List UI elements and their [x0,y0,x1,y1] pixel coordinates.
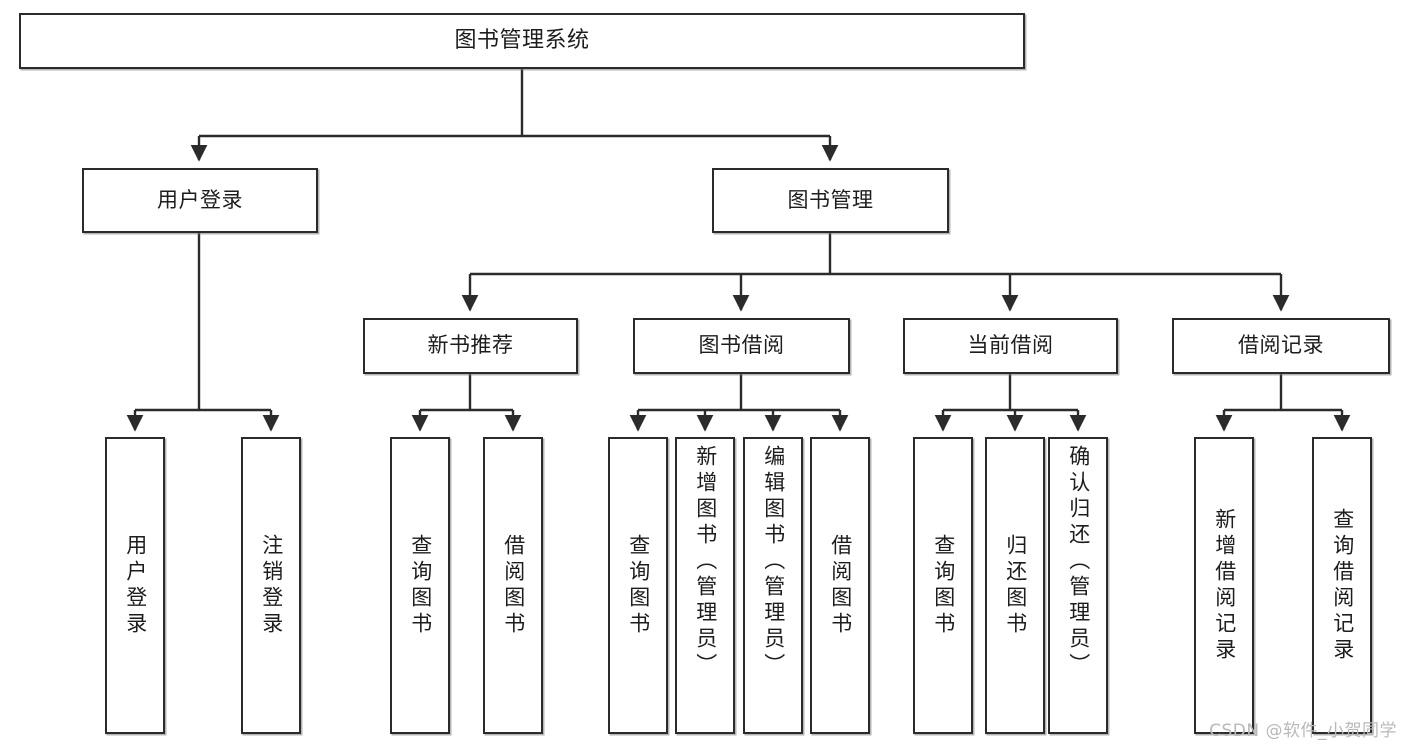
leaf-edit-book-admin[interactable]: 编辑图书（管理员） [743,437,803,734]
node-label: 查询图书 [931,533,956,638]
node-user-login[interactable]: 用户登录 [82,168,318,233]
node-label: 借阅记录 [1238,333,1324,358]
node-label: 当前借阅 [967,333,1054,358]
node-book-borrow[interactable]: 图书借阅 [633,318,850,374]
node-label: 图书管理 [787,187,874,212]
node-label: 归还图书 [1003,533,1028,638]
node-label: 借阅图书 [501,533,526,638]
node-label: 图书管理系统 [454,27,590,53]
leaf-confirm-return-admin[interactable]: 确认归还（管理员） [1048,437,1108,734]
node-borrow-record[interactable]: 借阅记录 [1172,318,1390,374]
leaf-return-book[interactable]: 归还图书 [985,437,1045,734]
node-label: 新增图书（管理员） [693,445,718,679]
node-new-book-recommend[interactable]: 新书推荐 [363,318,578,374]
node-label: 新增借阅记录 [1212,507,1237,664]
node-label: 图书借阅 [698,333,785,358]
leaf-logout-login[interactable]: 注销登录 [241,437,301,734]
leaf-query-book-current[interactable]: 查询图书 [913,437,973,734]
node-label: 新书推荐 [427,333,514,358]
node-book-management[interactable]: 图书管理 [712,168,949,233]
node-label: 注销登录 [259,533,284,638]
leaf-query-borrow-record[interactable]: 查询借阅记录 [1312,437,1372,734]
node-label: 确认归还（管理员） [1066,445,1091,679]
node-current-borrow[interactable]: 当前借阅 [903,318,1118,374]
node-label: 用户登录 [123,533,148,638]
leaf-borrow-book-recommend[interactable]: 借阅图书 [483,437,543,734]
leaf-add-borrow-record[interactable]: 新增借阅记录 [1194,437,1254,734]
node-label: 用户登录 [157,187,243,212]
node-root-book-management-system[interactable]: 图书管理系统 [19,13,1025,69]
leaf-user-login[interactable]: 用户登录 [105,437,165,734]
leaf-query-book-recommend[interactable]: 查询图书 [390,437,450,734]
leaf-borrow-book[interactable]: 借阅图书 [810,437,870,734]
node-label: 查询图书 [626,533,651,638]
node-label: 查询借阅记录 [1330,507,1355,664]
node-label: 编辑图书（管理员） [761,445,786,679]
leaf-add-book-admin[interactable]: 新增图书（管理员） [675,437,735,734]
node-label: 查询图书 [408,533,433,638]
watermark: CSDN @软件_小贺同学 [1209,721,1397,741]
leaf-query-book-borrow[interactable]: 查询图书 [608,437,668,734]
node-label: 借阅图书 [828,533,853,638]
